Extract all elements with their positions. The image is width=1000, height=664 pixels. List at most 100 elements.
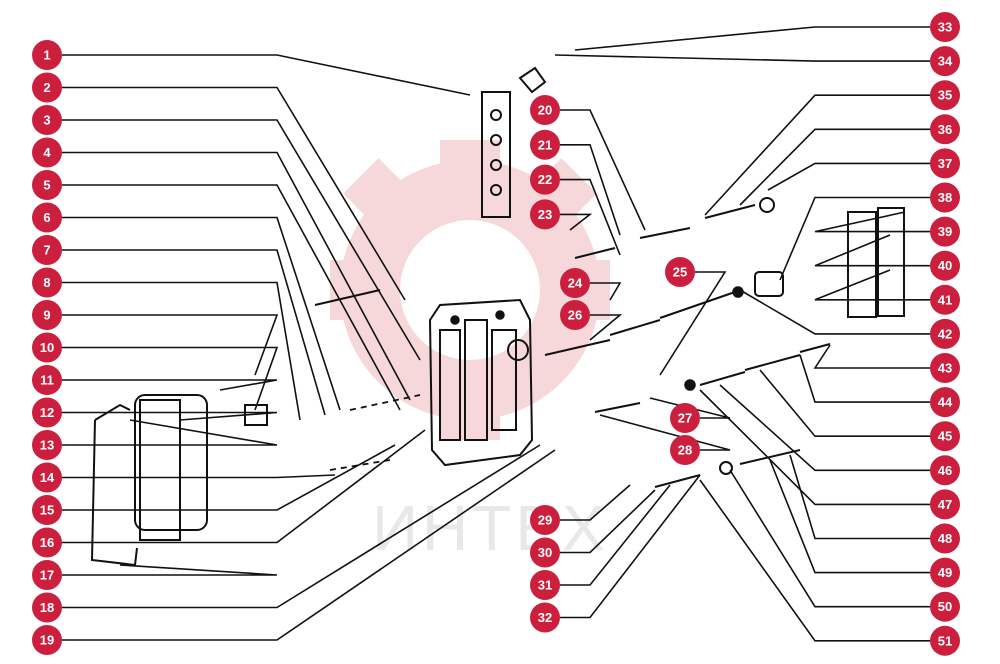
callout-badge: [930, 284, 960, 315]
callout-14: 14: [32, 462, 62, 493]
callout-3: 3: [32, 105, 62, 135]
callout-badge: [32, 202, 62, 233]
callout-number: 34: [938, 54, 953, 69]
callout-badge: [32, 235, 62, 265]
watermark-gear-tooth: [440, 400, 500, 440]
callout-badge: [32, 72, 62, 103]
callout-49: 49: [930, 557, 960, 588]
callout-badge: [930, 421, 960, 452]
callout-number: 50: [938, 599, 952, 614]
callout-badge: [530, 570, 560, 600]
callout-36: 36: [930, 114, 960, 145]
leader-line-22: [560, 178, 621, 256]
callout-10: 10: [32, 332, 62, 363]
callout-number: 9: [43, 308, 50, 323]
upper-plate-hole: [490, 184, 502, 196]
leader-line-7: [62, 249, 326, 416]
leader-line-40: [814, 234, 930, 267]
callout-16: 16: [32, 527, 62, 558]
callout-number: 27: [678, 411, 692, 426]
callout-badge: [930, 80, 960, 111]
leader-line-17: [62, 564, 278, 576]
spring: [609, 319, 661, 336]
callout-number: 28: [678, 443, 692, 458]
callout-number: 33: [938, 20, 952, 35]
leader-line-33: [574, 26, 930, 51]
callout-badge: [930, 557, 960, 588]
callout-number: 5: [43, 178, 50, 193]
callout-badge: [32, 40, 62, 70]
callout-9: 9: [32, 300, 62, 330]
callout-badge: [930, 523, 960, 554]
leader-line-24: [590, 282, 622, 301]
callout-number: 36: [938, 122, 952, 137]
leader-line-3: [62, 119, 421, 361]
spool: [704, 204, 756, 219]
callout-badge: [530, 537, 560, 568]
callout-badge: [32, 137, 62, 168]
callout-number: 23: [538, 207, 552, 222]
leader-line-35: [704, 94, 930, 216]
callout-badge: [930, 216, 960, 247]
callout-17: 17: [32, 560, 62, 590]
spool: [659, 291, 736, 319]
leader-line-48: [789, 454, 930, 540]
upper-plate-hole: [490, 134, 502, 146]
leader-line-32: [560, 474, 701, 619]
leader-line-23: [560, 213, 593, 231]
valve-body-channel: [464, 319, 488, 441]
callout-number: 46: [938, 463, 952, 478]
callout-badge: [32, 397, 62, 428]
callout-30: 30: [530, 537, 560, 568]
left-cover-gasket: [134, 394, 208, 531]
valve-body-port: [507, 339, 529, 361]
upper-plate-hole: [490, 159, 502, 171]
callout-badge: [530, 505, 560, 535]
spool: [639, 227, 691, 239]
callout-number: 2: [43, 80, 50, 95]
watermark-gear-tooth: [440, 140, 500, 180]
leader-line-1: [62, 54, 471, 96]
callout-number: 4: [43, 145, 51, 160]
callout-number: 19: [40, 633, 54, 648]
callout-number: 18: [40, 600, 54, 615]
callout-25: 25: [665, 257, 695, 287]
callout-26: 26: [560, 300, 590, 330]
leader-line-12: [62, 411, 278, 421]
callout-33: 33: [930, 12, 960, 42]
callout-badge: [930, 114, 960, 145]
callout-number: 1: [43, 48, 50, 63]
callout-29: 29: [530, 505, 560, 535]
callout-badge: [32, 430, 62, 460]
callout-6: 6: [32, 202, 62, 233]
spring: [744, 354, 801, 371]
ball: [684, 379, 696, 391]
leader-line-45: [759, 369, 930, 438]
callout-number: 8: [43, 275, 50, 290]
callout-number: 39: [938, 224, 952, 239]
callout-32: 32: [530, 602, 560, 633]
valve-body-bolt: [450, 315, 460, 325]
leader-line-16: [62, 429, 426, 544]
leader-line-29: [560, 484, 631, 521]
callout-24: 24: [560, 268, 590, 298]
right-plate-inner: [877, 207, 905, 317]
left-cover: [90, 394, 268, 567]
leader-line-4: [62, 151, 411, 401]
callout-number: 43: [938, 361, 952, 376]
callout-42: 42: [930, 318, 960, 349]
spool: [574, 247, 616, 259]
callout-1: 1: [32, 40, 62, 70]
callout-12: 12: [32, 397, 62, 428]
leader-line-51: [699, 479, 930, 642]
watermark-gear-tooth: [343, 158, 407, 222]
callout-badge: [930, 489, 960, 520]
leader-line-38: [779, 196, 930, 281]
callout-badge: [32, 495, 62, 525]
callout-number: 44: [938, 395, 953, 410]
callout-50: 50: [930, 591, 960, 622]
callout-number: 24: [568, 276, 583, 291]
callout-badge: [930, 182, 960, 213]
callout-number: 47: [938, 497, 952, 512]
callout-badge: [530, 164, 560, 195]
